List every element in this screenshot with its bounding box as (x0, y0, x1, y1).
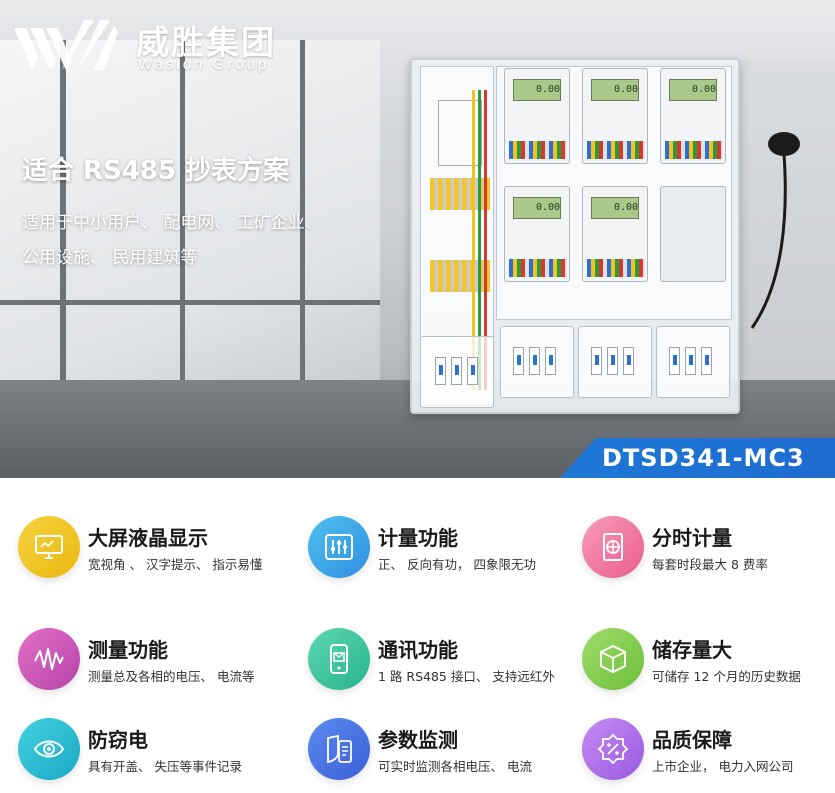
hero-headline: 适合 RS485 抄表方案 (22, 156, 290, 186)
feature-title: 通讯功能 (378, 638, 458, 662)
feature-title: 大屏液晶显示 (88, 526, 208, 550)
shield-phone-icon (308, 718, 370, 780)
concentrator-module (660, 186, 726, 282)
breaker (701, 347, 712, 375)
breaker (467, 357, 478, 385)
energy-meter: 0.00 (504, 68, 570, 164)
hero-subline-1: 适用于中小用户、 配电网、 工矿企业、 (22, 213, 322, 233)
energy-meter: 0.00 (582, 186, 648, 282)
brand-name-en: Wasion Group (138, 56, 270, 73)
meter-lcd: 0.00 (513, 79, 561, 101)
phone-mail-icon (308, 628, 370, 690)
monitor-icon (18, 516, 80, 578)
feature-desc: 正、 反向有功， 四象限无功 (378, 557, 536, 572)
sliders-icon (308, 516, 370, 578)
feature-title: 品质保障 (652, 728, 732, 752)
feature-title: 防窃电 (88, 728, 148, 752)
meter-wires (509, 259, 567, 277)
feature-desc: 可实时监测各相电压、 电流 (378, 759, 532, 774)
quality-badge-icon (582, 718, 644, 780)
meter-wires (587, 259, 645, 277)
breaker (545, 347, 556, 375)
breaker (451, 357, 462, 385)
breaker (513, 347, 524, 375)
breaker-box (420, 336, 494, 408)
meter-lcd: 0.00 (669, 79, 717, 101)
feature-item-quality: 品质保障 上市企业， 电力入网公司 (582, 718, 835, 788)
terminal-block (430, 260, 490, 292)
brand-logo: 威胜集团 Wasion Group (14, 14, 304, 76)
main-breaker (438, 100, 482, 166)
feature-item-measurement: 测量功能 测量总及各相的电压、 电流等 (18, 628, 293, 698)
meter-wires (509, 141, 567, 159)
feature-item-metering: 计量功能 正、 反向有功， 四象限无功 (308, 516, 583, 586)
energy-meter: 0.00 (582, 68, 648, 164)
feature-title: 分时计量 (652, 526, 732, 550)
hero-banner: 威胜集团 Wasion Group 适合 RS485 抄表方案 适用于中小用户、… (0, 0, 835, 478)
eye-icon (18, 718, 80, 780)
wire (478, 90, 481, 390)
model-number: DTSD341-MC3 (602, 444, 805, 472)
feature-item-time-of-use: 分时计量 每套时段最大 8 费率 (582, 516, 835, 586)
wire (472, 90, 475, 390)
breaker-box (500, 326, 574, 398)
breaker (685, 347, 696, 375)
energy-meter: 0.00 (660, 68, 726, 164)
breaker-box (656, 326, 730, 398)
meter-cabinet-image: 0.00 0.00 0.00 0.00 0.00 (410, 58, 740, 414)
window-mullion (180, 40, 185, 478)
wire (484, 90, 487, 390)
feature-item-anti-theft: 防窃电 具有开盖、 失压等事件记录 (18, 718, 293, 788)
feature-desc: 1 路 RS485 接口、 支持远红外 (378, 669, 555, 684)
antenna-cable-icon (750, 132, 800, 329)
feature-item-parameter-monitor: 参数监测 可实时监测各相电压、 电流 (308, 718, 583, 788)
feature-item-lcd-display: 大屏液晶显示 宽视角 、 汉字提示、 指示易懂 (18, 516, 293, 586)
window-mullion (300, 40, 305, 478)
breaker (623, 347, 634, 375)
window-mullion (0, 300, 380, 305)
feature-item-communication: 通讯功能 1 路 RS485 接口、 支持远红外 (308, 628, 583, 698)
feature-title: 参数监测 (378, 728, 458, 752)
brand-name-cn: 威胜集团 (136, 23, 276, 62)
window-mullion (60, 40, 66, 478)
meter-lcd: 0.00 (591, 197, 639, 219)
feature-desc: 上市企业， 电力入网公司 (652, 759, 794, 774)
waveform-icon (18, 628, 80, 690)
model-banner (560, 438, 835, 478)
feature-grid: 大屏液晶显示 宽视角 、 汉字提示、 指示易懂 计量功能 正、 反向有功， 四象… (0, 478, 835, 793)
breaker (591, 347, 602, 375)
document-globe-icon (582, 516, 644, 578)
feature-title: 计量功能 (378, 526, 458, 550)
meter-lcd: 0.00 (513, 197, 561, 219)
cube-icon (582, 628, 644, 690)
feature-desc: 可储存 12 个月的历史数据 (652, 669, 801, 684)
meter-wires (665, 141, 723, 159)
feature-title: 测量功能 (88, 638, 168, 662)
wasion-logo-icon (14, 20, 118, 70)
hero-subline-2: 公用设施、 民用建筑等 (22, 248, 198, 268)
breaker (607, 347, 618, 375)
breaker (669, 347, 680, 375)
feature-desc: 测量总及各相的电压、 电流等 (88, 669, 255, 684)
feature-title: 储存量大 (652, 638, 732, 662)
terminal-block (430, 178, 490, 210)
feature-desc: 每套时段最大 8 费率 (652, 557, 768, 572)
meter-wires (587, 141, 645, 159)
feature-item-storage: 储存量大 可储存 12 个月的历史数据 (582, 628, 835, 698)
meter-lcd: 0.00 (591, 79, 639, 101)
feature-desc: 宽视角 、 汉字提示、 指示易懂 (88, 557, 263, 572)
breaker-box (578, 326, 652, 398)
feature-desc: 具有开盖、 失压等事件记录 (88, 759, 242, 774)
energy-meter: 0.00 (504, 186, 570, 282)
breaker (529, 347, 540, 375)
breaker (435, 357, 446, 385)
